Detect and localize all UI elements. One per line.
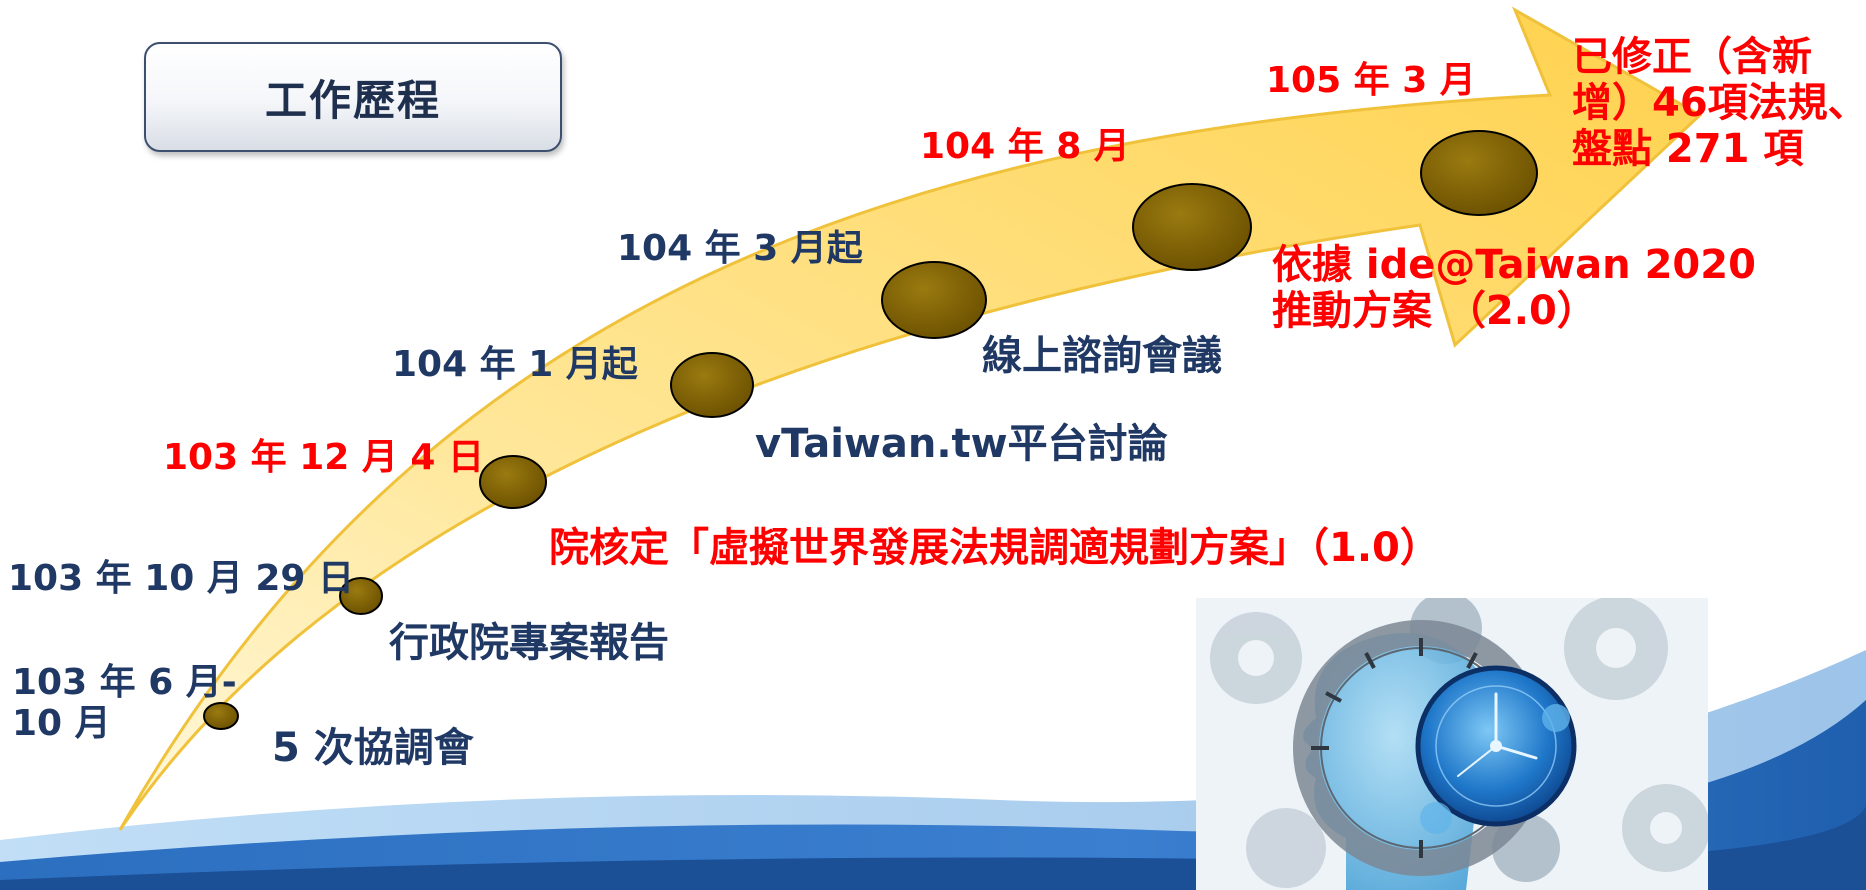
milestone-1-date: 103 年 6 月- 10 月 [12, 662, 237, 745]
title-box: 工作歷程 [144, 42, 562, 152]
milestone-2-event: 行政院專案報告 [389, 620, 669, 666]
milestone-6-date: 104 年 8 月 [920, 126, 1130, 167]
page-title: 工作歷程 [264, 75, 441, 125]
clock-gears-head-icon [1196, 598, 1708, 890]
milestone-2-date: 103 年 10 月 29 日 [8, 558, 355, 599]
milestone-dot-1 [203, 702, 239, 730]
milestone-dot-2 [339, 577, 383, 615]
milestone-6-event: 依據 ide@Taiwan 2020 推動方案 （2.0） [1272, 242, 1756, 334]
milestone-4-event: vTaiwan.tw平台討論 [755, 421, 1168, 467]
milestone-dot-3 [479, 455, 547, 509]
milestone-5-event: 線上諮詢會議 [982, 333, 1222, 379]
milestone-dots [203, 130, 1538, 730]
milestone-1-event: 5 次協調會 [272, 725, 474, 771]
milestone-dot-6 [1132, 183, 1252, 271]
milestone-4-date: 104 年 1 月起 [392, 344, 638, 385]
milestone-dot-5 [881, 261, 987, 339]
milestone-5-date: 104 年 3 月起 [617, 228, 863, 269]
milestone-dot-7 [1420, 130, 1538, 216]
milestone-dot-4 [670, 352, 754, 418]
milestone-7-event: 已修正（含新 增）46項法規、 盤點 271 項 [1572, 34, 1866, 172]
milestone-7-date: 105 年 3 月 [1266, 60, 1476, 101]
milestone-3-event: 院核定「虛擬世界發展法規調適規劃方案」（1.0） [549, 525, 1440, 571]
timeline-arrow [118, 6, 1703, 831]
milestone-3-date: 103 年 12 月 4 日 [163, 437, 484, 478]
